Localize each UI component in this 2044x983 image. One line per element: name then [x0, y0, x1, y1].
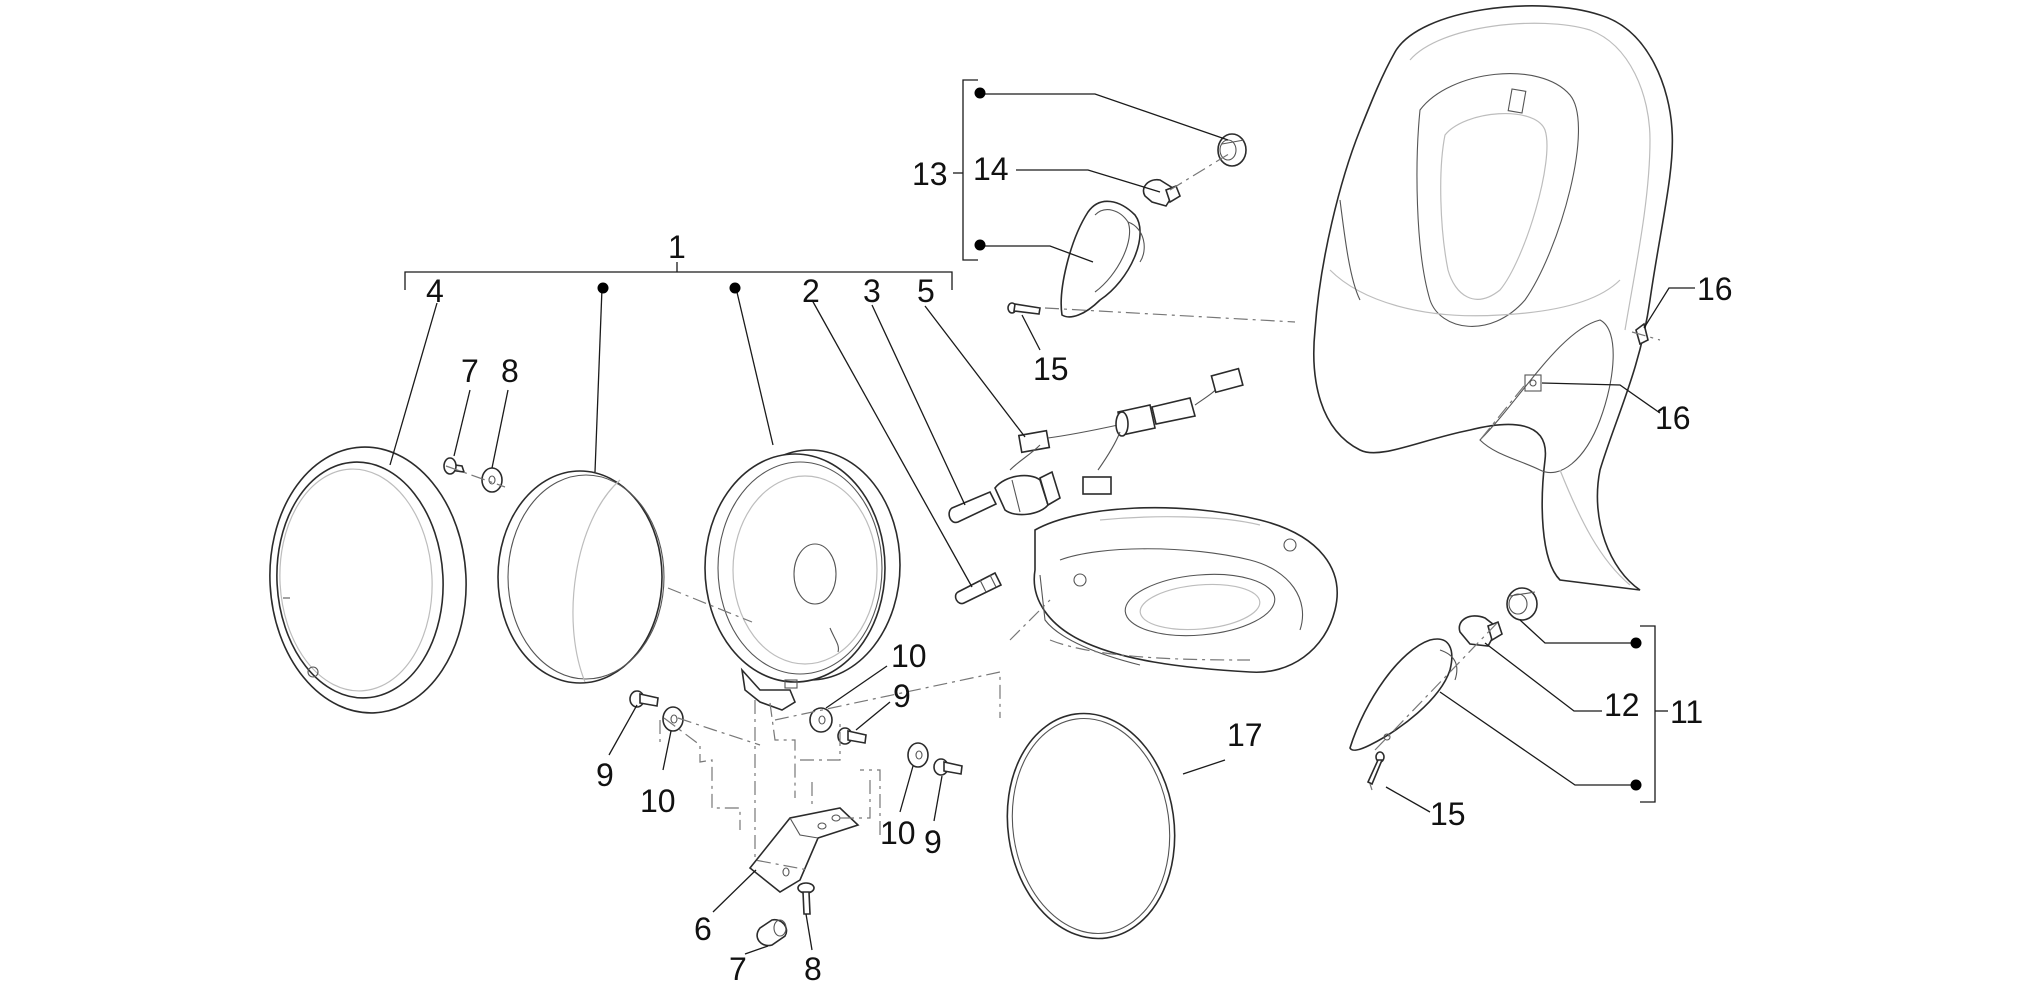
bracket-screw	[797, 882, 815, 915]
bullet-11-top	[1630, 637, 1642, 649]
callout-10-bottom: 10	[880, 815, 916, 851]
headlight-trim-ring	[269, 446, 467, 714]
callout-1: 1	[668, 229, 686, 265]
washer-10-middle	[809, 707, 833, 733]
callout-16-top: 16	[1697, 271, 1733, 307]
headlight-bulb	[948, 470, 1061, 524]
callout-17: 17	[1227, 717, 1263, 753]
turn-signal-bulb-bottom	[1458, 615, 1503, 647]
turn-signal-lens-bottom	[1349, 638, 1458, 751]
turn-signal-bulb-top	[1142, 178, 1181, 207]
callout-9-bottom: 9	[924, 824, 942, 860]
bullet-11-bottom	[1630, 779, 1642, 791]
callout-7-bottom: 7	[729, 951, 747, 983]
callout-8-top: 8	[501, 353, 519, 389]
headlight-seal-ring-inner-edge	[1011, 717, 1171, 935]
washer-10-right	[907, 742, 929, 768]
turn-signal-screw-bottom	[1366, 751, 1385, 786]
washer-10-left	[662, 706, 684, 732]
headlight-lens	[497, 470, 665, 684]
callout-12: 12	[1604, 687, 1640, 723]
ring-screw	[443, 457, 466, 475]
callout-15-top: 15	[1033, 351, 1069, 387]
bullet-13-bottom	[974, 239, 986, 251]
callout-3: 3	[863, 273, 881, 309]
callout-10-left: 10	[640, 783, 676, 819]
callout-labels: 1 2 3 4 5 6 7 7 8 8 9 9 9 10 10 10 11 12…	[426, 151, 1733, 983]
turn-signal-lens-top	[1060, 200, 1145, 318]
callout-9-left: 9	[596, 757, 614, 793]
ring-washer	[481, 467, 503, 493]
callout-10-upper: 10	[891, 638, 927, 674]
shield-clip-16-upper	[1635, 322, 1649, 346]
bullet-13-top	[974, 87, 986, 99]
screw-9-middle	[837, 727, 867, 745]
callout-4: 4	[426, 273, 444, 309]
callout-2: 2	[802, 273, 820, 309]
headlight-wiring-harness	[1009, 367, 1244, 495]
headlamp-housing-base	[1033, 506, 1338, 673]
headlight-mounting-bracket	[748, 807, 860, 893]
bullet-reflector	[729, 282, 741, 294]
callout-14: 14	[973, 151, 1009, 187]
callout-7-top: 7	[461, 353, 479, 389]
callout-8-bottom: 8	[804, 951, 822, 983]
callout-9-right-mid: 9	[893, 678, 911, 714]
callout-15-bottom: 15	[1430, 796, 1466, 832]
headlight-seal-ring	[1006, 712, 1176, 940]
parking-light-bulb	[954, 571, 1003, 605]
bullets	[597, 87, 1642, 791]
screw-9-left	[629, 690, 659, 708]
turn-signal-socket-top	[1217, 133, 1247, 167]
callout-5: 5	[917, 273, 935, 309]
headlight-reflector-body	[704, 449, 901, 711]
front-shield-panel	[1313, 5, 1674, 591]
bracket-spacer	[756, 918, 788, 947]
turn-signal-screw-top	[1007, 302, 1041, 315]
assembly-lines	[445, 151, 1661, 871]
callout-13: 13	[912, 156, 948, 192]
bullet-lens	[597, 282, 609, 294]
leader-lines	[389, 79, 1695, 955]
callout-6: 6	[694, 911, 712, 947]
callout-11: 11	[1670, 694, 1703, 730]
callout-16-bottom: 16	[1655, 400, 1691, 436]
screw-9-right	[933, 758, 963, 776]
turn-signal-socket-bottom	[1506, 587, 1538, 621]
